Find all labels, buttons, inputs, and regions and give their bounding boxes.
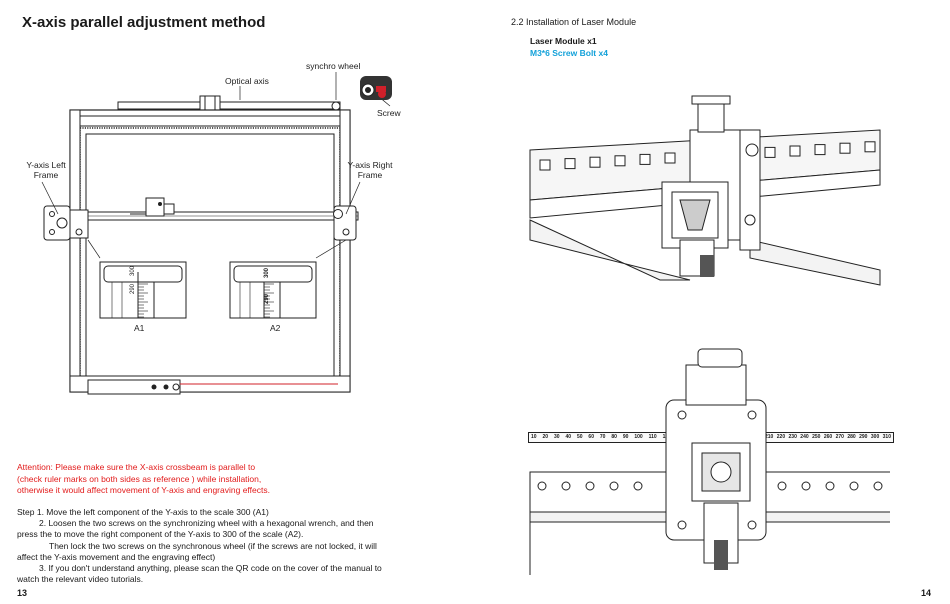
- a1-caption: A1: [134, 323, 145, 333]
- scale-number: 300: [870, 434, 880, 440]
- laser-module-front-diagram: [529, 348, 890, 575]
- scale-number: 280: [847, 434, 856, 440]
- ruler-ticks: [138, 283, 274, 318]
- scale-number: 260: [823, 434, 833, 440]
- scale-number: 20: [542, 434, 549, 440]
- scale-number: 310: [882, 434, 891, 440]
- screw-label: Screw: [377, 108, 401, 118]
- scale-number: 270: [835, 434, 844, 440]
- part-laser-module: Laser Module x1: [530, 36, 597, 46]
- a2-mark-low: 290: [264, 293, 271, 305]
- scale-number: 100: [634, 434, 643, 440]
- a2-caption: A2: [270, 323, 281, 333]
- page-number-right: 14: [921, 588, 932, 598]
- scale-number: 40: [565, 434, 572, 440]
- scale-number: 60: [588, 434, 594, 440]
- y-axis-left-frame-label: Y-axis Left Frame: [26, 160, 66, 180]
- attention-note: Attention: Please make sure the X-axis c…: [17, 462, 270, 495]
- a1-mark-high: 300: [130, 265, 137, 277]
- scale-number: 80: [611, 434, 617, 440]
- laser-module-install-diagram: [529, 95, 881, 286]
- adjustment-steps: Step 1. Move the left component of the Y…: [17, 507, 382, 585]
- scale-number: 50: [576, 434, 583, 440]
- x-axis-frame-diagram: [41, 72, 392, 395]
- scale-number: 30: [553, 434, 560, 440]
- scale-number: 230: [788, 434, 797, 440]
- scale-number: 290: [859, 434, 868, 440]
- a2-mark-high: 300: [264, 267, 271, 279]
- scale-number: 10: [531, 434, 537, 440]
- synchro-wheel-label: synchro wheel: [306, 61, 361, 71]
- scale-number: 220: [776, 434, 786, 440]
- part-screw-bolt: M3*6 Screw Bolt x4: [530, 48, 608, 58]
- scale-number: 90: [622, 434, 629, 440]
- ruler-detail-a2: [229, 261, 317, 319]
- optical-axis-label: Optical axis: [225, 76, 269, 86]
- page-number-left: 13: [17, 588, 28, 598]
- a1-mark-low: 290: [130, 283, 137, 295]
- scale-number: 240: [800, 434, 809, 440]
- y-axis-right-frame-label: Y-axis Right Frame: [347, 160, 393, 180]
- synchro-wheel-inset: [360, 76, 392, 100]
- scale-number: 250: [812, 434, 821, 440]
- section-heading: 2.2 Installation of Laser Module: [511, 17, 637, 27]
- scale-number: 210: [765, 434, 774, 440]
- page-title: X-axis parallel adjustment method: [22, 14, 266, 31]
- scale-number: 110: [648, 434, 657, 440]
- scale-number: 70: [599, 434, 606, 440]
